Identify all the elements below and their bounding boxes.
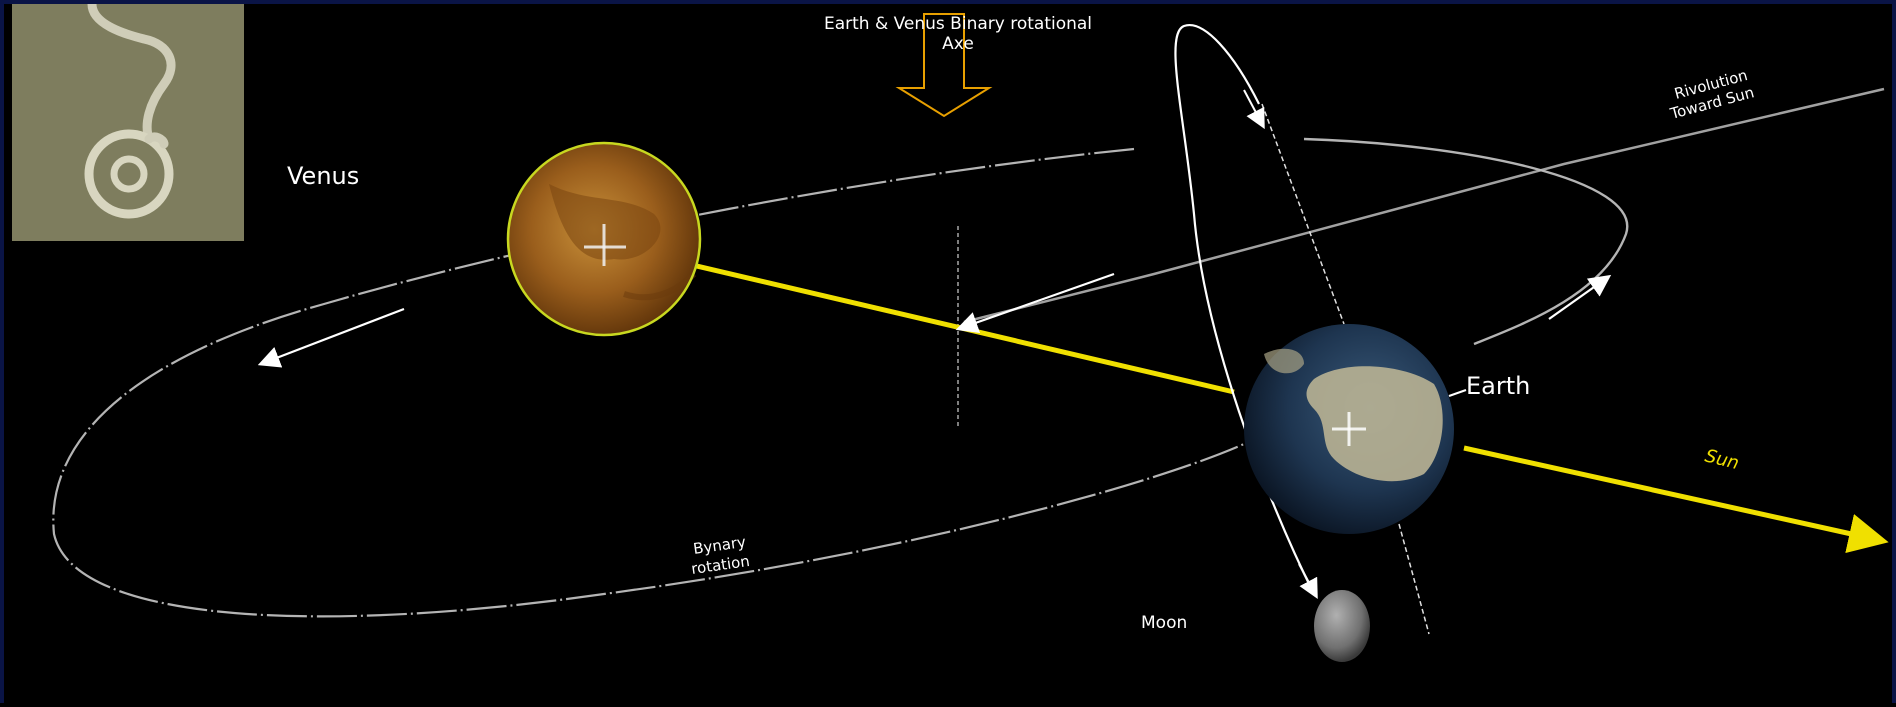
revolution-orbit-path (1303, 137, 1629, 346)
binary-orbit-path (52, 147, 1245, 618)
diagram-svg: Earth & Venus Binary rotational Axe Venu… (12, 4, 1889, 662)
earth-to-axis-arrow (955, 272, 1115, 333)
moon-label: Moon (1141, 613, 1187, 633)
binary-axis-arrow-icon (895, 13, 993, 118)
title-line1: Earth & Venus Binary rotational (824, 14, 1092, 34)
revolution-arrow (1548, 274, 1612, 320)
venus-label: Venus (287, 162, 359, 190)
binary-rotation-arrow (257, 307, 405, 368)
venus-planet (506, 141, 702, 337)
moon-orbit-arrow-down (1298, 563, 1318, 600)
moon-body (1314, 590, 1370, 662)
earth-axis-line-lower (1398, 523, 1430, 635)
title-line2: Axe (942, 34, 974, 54)
moon-orbit-arrow-up (1243, 89, 1265, 130)
revolution-line (963, 87, 1885, 324)
sun-label: Sun (1703, 445, 1741, 474)
sun-ray-to-sun (1463, 445, 1889, 554)
earth-axis-line (1261, 103, 1345, 325)
earth-label: Earth (1466, 372, 1530, 400)
earth-label-leader (1448, 389, 1467, 397)
earth-planet (1244, 324, 1454, 534)
spiral-symbol-icon (12, 4, 244, 241)
